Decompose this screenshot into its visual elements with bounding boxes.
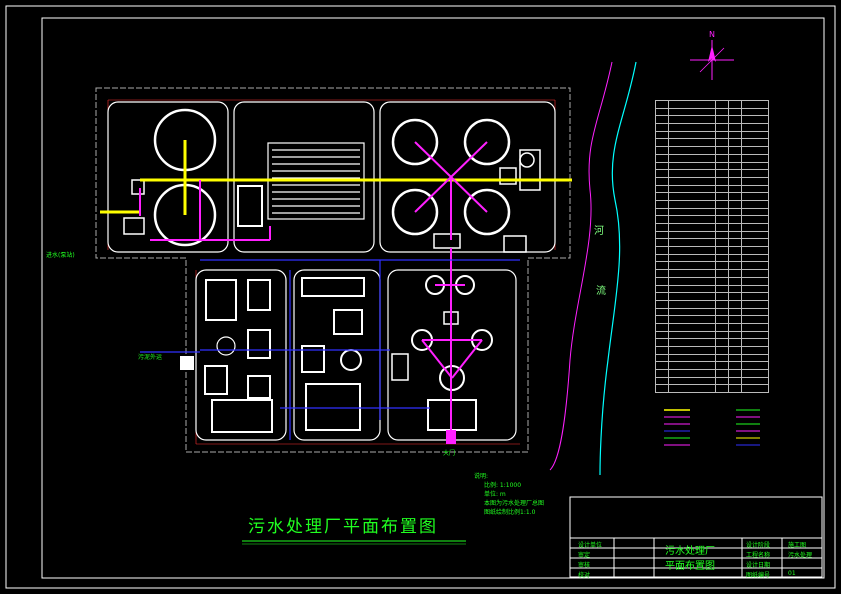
sludge-outlet-marker (180, 356, 194, 370)
river-label-1: 河 (594, 226, 604, 237)
distribution-well (519, 152, 535, 168)
tb-left-row: 设计单位 (578, 542, 603, 549)
building-sludge-yard (305, 383, 361, 431)
building-thickener-house (333, 309, 363, 335)
zone-primary (107, 101, 229, 253)
grit-chamber (123, 217, 145, 235)
note-line: 比例: 1:1000 (484, 482, 522, 489)
tb-right-value: 施工图 (788, 542, 807, 549)
inner-frame (41, 17, 825, 579)
return-pump-house (433, 233, 461, 249)
boiler-room (391, 353, 409, 381)
river-bank-east (599, 61, 637, 476)
site-boundary (95, 87, 571, 453)
note-line: 图纸绘制比例1:1.0 (484, 509, 536, 516)
river-label-2: 流 (596, 286, 606, 297)
note-line: 本图为污水处理厂总图 (484, 500, 545, 507)
water-pipe (140, 259, 520, 440)
drawing-notes: 说明: 比例: 1:1000 单位: m 本图为污水处理厂总图 图纸绘制比例1:… (474, 472, 544, 517)
building-garage (247, 375, 271, 399)
sewage-pipe (100, 140, 572, 215)
tb-left-row: 审核 (578, 562, 591, 569)
tb-right-value: 01 (788, 570, 796, 577)
structure-schedule-table (655, 100, 769, 394)
clarifier-1 (391, 118, 439, 166)
outer-frame (5, 5, 836, 589)
sludge-label: 污泥外运 (138, 354, 163, 361)
pipe-legend (664, 409, 760, 446)
dimension-lines (107, 99, 556, 445)
building-lab (247, 279, 271, 311)
tb-drawing-name-2: 平面布置图 (665, 561, 715, 572)
note-line: 单位: m (484, 491, 506, 498)
north-label: N (709, 30, 715, 39)
tb-right-row: 设计日期 (746, 562, 771, 569)
north-arrow-icon (690, 40, 734, 80)
tb-right-row: 图纸编号 (746, 572, 771, 579)
sludge-pipe (139, 141, 488, 430)
building-dewatering (301, 277, 365, 297)
notes-heading: 说明: (474, 473, 489, 480)
title-block (569, 496, 823, 578)
clarifier-2 (463, 118, 511, 166)
gate-icon (446, 430, 456, 444)
building-storage (301, 345, 325, 373)
screen-house (131, 179, 145, 195)
drawing-title: 污水处理厂平面布置图 (248, 517, 438, 537)
zone-clarifier (379, 101, 556, 253)
tb-left-row: 审定 (578, 552, 591, 559)
inlet-label: 进水(泵站) (46, 252, 75, 259)
sludge-thickener (340, 349, 362, 371)
building-warehouse (211, 399, 273, 433)
disinfection-tank (519, 149, 541, 191)
clarifier-4 (463, 188, 511, 236)
tb-right-row: 工程名称 (746, 552, 771, 559)
building-canteen (247, 329, 271, 359)
clarifier-3 (391, 188, 439, 236)
outfall-well (499, 167, 517, 185)
gate-label: 大门 (443, 450, 456, 457)
zone-office (195, 269, 287, 441)
sludge-pump-house (503, 235, 527, 253)
tb-right-row: 设计阶段 (746, 542, 771, 549)
building-dorm (204, 365, 228, 395)
blower-house (237, 185, 263, 227)
tb-left-row: 校对 (578, 572, 591, 579)
zone-aeration (233, 101, 375, 253)
tb-right-value: 污水处理 (788, 552, 813, 559)
water-tower (216, 336, 236, 356)
river-bank-west (549, 61, 613, 471)
building-office (205, 279, 237, 321)
tb-drawing-name-1: 污水处理厂 (665, 546, 715, 557)
